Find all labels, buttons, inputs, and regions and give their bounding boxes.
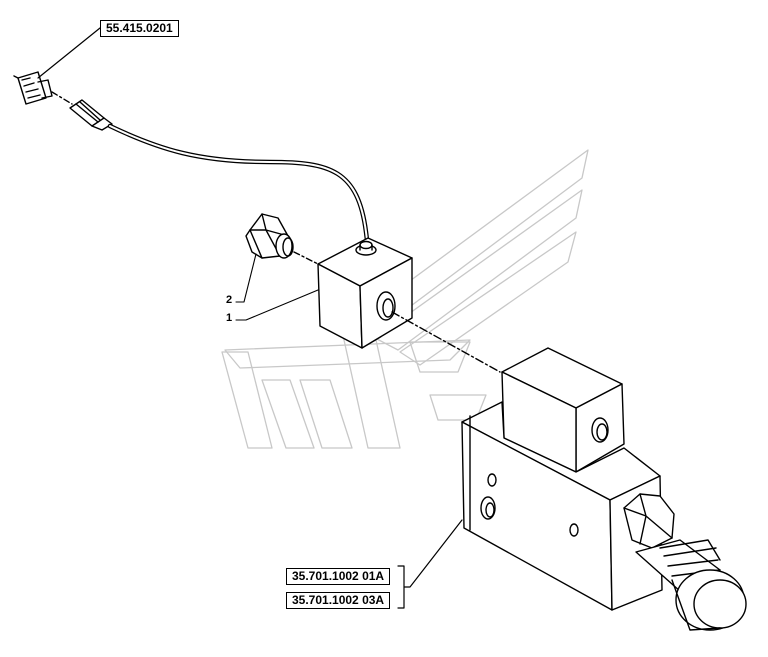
item-number-block: 1 — [226, 312, 233, 324]
item-number-plug: 2 — [226, 294, 233, 306]
plug-connector — [13, 71, 53, 105]
leader-item-1 — [235, 289, 319, 321]
callout-ref-a[interactable]: 35.701.1002 01A — [286, 568, 391, 585]
leader-item-2 — [235, 253, 257, 303]
sensor-cable — [107, 123, 371, 251]
hex-plug — [245, 213, 294, 259]
callout-ref-b[interactable]: 35.701.1002 03A — [286, 592, 391, 609]
valve-body — [461, 347, 747, 631]
dash-connector-to-plug — [51, 91, 73, 105]
callout-top-ref[interactable]: 55.415.0201 — [100, 20, 179, 37]
leader-top-ref — [37, 27, 101, 79]
cable-connector — [69, 99, 113, 131]
dash-plug-axis — [293, 251, 323, 267]
callout-bracket — [397, 519, 463, 609]
dash-block-to-valve — [391, 311, 501, 373]
sensor-block — [317, 237, 413, 349]
